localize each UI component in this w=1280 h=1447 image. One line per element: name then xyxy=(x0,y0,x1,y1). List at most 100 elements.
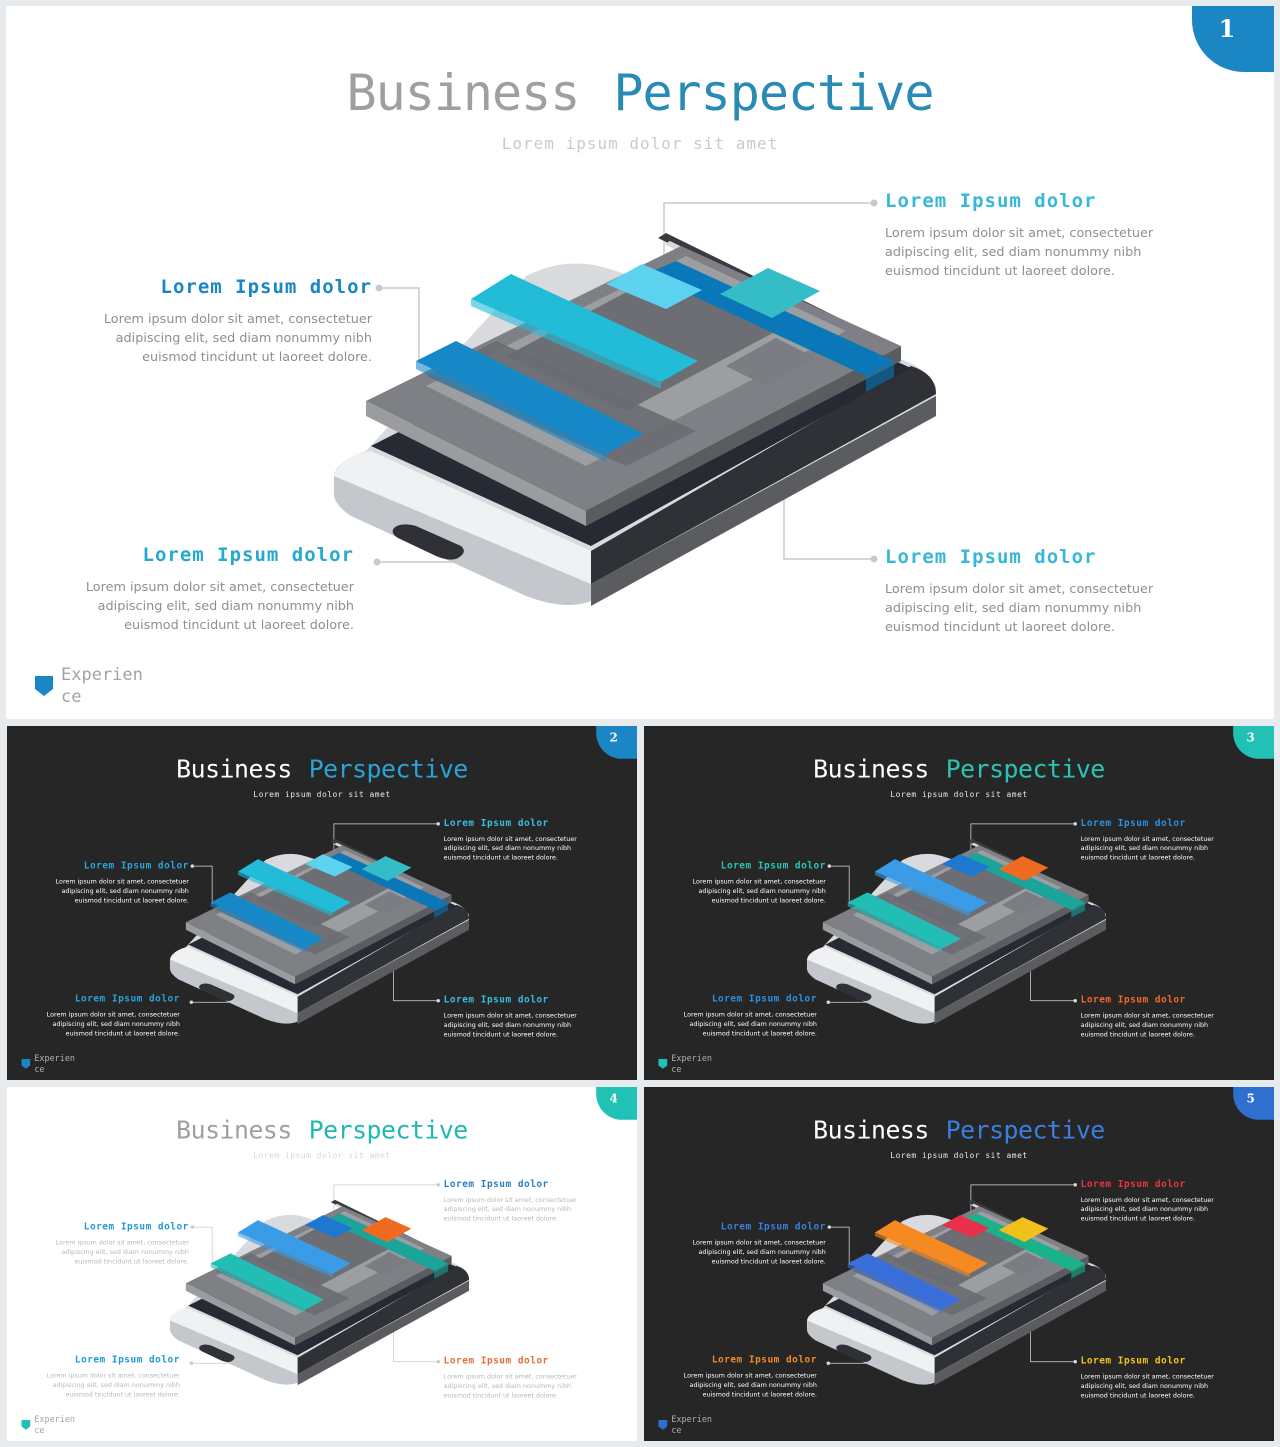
slide-content: 5 Business Perspective Lorem ipsum dolor … xyxy=(644,1087,1274,1441)
slide-1[interactable]: 1 Business Perspective Lorem ipsum dolor … xyxy=(6,6,1274,719)
callout-heading: Lorem Ipsum dolor xyxy=(711,993,817,1005)
callout-heading: Lorem Ipsum dolor xyxy=(443,1355,549,1367)
slide-subtitle: Lorem ipsum dolor sit amet xyxy=(501,134,779,153)
callout-heading: Lorem Ipsum dolor xyxy=(720,860,826,872)
callout-bottom-right: Lorem Ipsum dolor Lorem ipsum dolor sit … xyxy=(444,1355,593,1400)
slide-2[interactable]: 2 Business Perspective Lorem ipsum dolor … xyxy=(7,726,637,1081)
title-word-perspective: Perspective xyxy=(945,754,1106,784)
isometric-smartphone-illustration xyxy=(169,1199,470,1386)
callout-body: Lorem ipsum dolor sit amet, consectetuer… xyxy=(46,1372,180,1399)
callout-heading: Lorem Ipsum dolor xyxy=(74,1354,180,1366)
callout-top-right: Lorem Ipsum dolor Lorem ipsum dolor sit … xyxy=(444,1178,593,1223)
callout-heading: Lorem Ipsum dolor xyxy=(160,276,372,298)
slide-content: 3 Business Perspective Lorem ipsum dolor … xyxy=(644,726,1274,1080)
callout-heading: Lorem Ipsum dolor xyxy=(720,1221,826,1233)
callout-body: Lorem ipsum dolor sit amet, consectetuer… xyxy=(683,1372,817,1399)
slide-subtitle: Lorem ipsum dolor sit amet xyxy=(890,1150,1028,1161)
slide-title: Business Perspective xyxy=(644,755,1274,784)
callout-bottom-right: Lorem Ipsum dolor Lorem ipsum dolor sit … xyxy=(444,994,593,1039)
callout-body: Lorem ipsum dolor sit amet, consectetuer… xyxy=(1080,1012,1214,1039)
callout-body: Lorem ipsum dolor sit amet, consectetuer… xyxy=(1080,1373,1214,1400)
slide-number: 1 xyxy=(1218,14,1236,43)
slide-5[interactable]: 5 Business Perspective Lorem ipsum dolor … xyxy=(644,1087,1274,1442)
callout-top-left: Lorem Ipsum dolor Lorem ipsum dolor sit … xyxy=(679,860,826,905)
callout-heading: Lorem Ipsum dolor xyxy=(1080,1178,1186,1190)
callout-top-left: Lorem Ipsum dolor Lorem ipsum dolor sit … xyxy=(679,1221,826,1266)
callout-top-right: Lorem Ipsum dolor Lorem ipsum dolor sit … xyxy=(1081,1178,1230,1223)
slide-number: 4 xyxy=(609,1090,618,1106)
callout-bottom-left: Lorem Ipsum dolor Lorem ipsum dolor sit … xyxy=(37,1354,180,1399)
callout-heading: Lorem Ipsum dolor xyxy=(83,860,189,872)
slide-3[interactable]: 3 Business Perspective Lorem ipsum dolor … xyxy=(644,726,1274,1081)
isometric-smartphone-illustration xyxy=(806,1199,1107,1386)
title-word-perspective: Perspective xyxy=(613,64,934,122)
callout-body: Lorem ipsum dolor sit amet, consectetuer… xyxy=(443,835,577,862)
slide-title: Business Perspective xyxy=(6,64,1274,122)
callout-top-left: Lorem Ipsum dolor Lorem ipsum dolor sit … xyxy=(42,860,189,905)
callout-body: Lorem ipsum dolor sit amet, consectetuer… xyxy=(443,1196,577,1223)
shield-logo-icon xyxy=(658,1058,668,1069)
shield-logo-icon xyxy=(21,1419,31,1430)
slide-title: Business Perspective xyxy=(7,755,637,784)
callout-heading: Lorem Ipsum dolor xyxy=(885,546,1097,568)
title-word-business: Business xyxy=(176,754,292,784)
slide-number: 5 xyxy=(1246,1090,1255,1106)
callout-heading: Lorem Ipsum dolor xyxy=(1080,817,1186,829)
callout-top-right: Lorem Ipsum dolor Lorem ipsum dolor sit … xyxy=(1081,817,1230,862)
callout-heading: Lorem Ipsum dolor xyxy=(443,994,549,1006)
title-word-business: Business xyxy=(813,754,929,784)
slide-content: 4 Business Perspective Lorem ipsum dolor … xyxy=(7,1087,637,1441)
callout-body: Lorem ipsum dolor sit amet, consectetuer… xyxy=(443,1012,577,1039)
title-word-perspective: Perspective xyxy=(308,1115,469,1145)
shield-logo-icon xyxy=(658,1419,668,1430)
callout-body: Lorem ipsum dolor sit amet, consectetuer… xyxy=(1080,835,1214,862)
callout-body: Lorem ipsum dolor sit amet, consectetuer… xyxy=(692,878,826,905)
slide-content: 1 Business Perspective Lorem ipsum dolor … xyxy=(6,6,1274,719)
title-word-perspective: Perspective xyxy=(308,754,469,784)
callout-bottom-left: Lorem Ipsum dolor Lorem ipsum dolor sit … xyxy=(674,993,817,1038)
slide-title: Business Perspective xyxy=(644,1116,1274,1145)
shield-logo-icon xyxy=(21,1058,31,1069)
callout-body: Lorem ipsum dolor sit amet, consectetuer… xyxy=(885,582,1154,635)
slide-content: 2 Business Perspective Lorem ipsum dolor … xyxy=(7,726,637,1080)
slide-number: 3 xyxy=(1246,729,1255,745)
slide-subtitle: Lorem ipsum dolor sit amet xyxy=(253,1150,391,1161)
shield-logo-icon xyxy=(35,676,53,696)
callout-heading: Lorem Ipsum dolor xyxy=(885,190,1097,212)
callout-heading: Lorem Ipsum dolor xyxy=(74,993,180,1005)
isometric-smartphone-illustration xyxy=(806,838,1107,1025)
slide-number: 2 xyxy=(609,729,618,745)
callout-body: Lorem ipsum dolor sit amet, consectetuer… xyxy=(85,580,354,633)
logo-text: Experien ce xyxy=(34,1053,76,1075)
callout-bottom-right: Lorem Ipsum dolor Lorem ipsum dolor sit … xyxy=(1081,1355,1230,1400)
logo-text: Experien ce xyxy=(671,1414,713,1436)
title-word-business: Business xyxy=(813,1115,929,1145)
logo-text: Experien ce xyxy=(61,665,143,707)
callout-body: Lorem ipsum dolor sit amet, consectetuer… xyxy=(55,1239,189,1266)
callout-bottom-right: Lorem Ipsum dolor Lorem ipsum dolor sit … xyxy=(1081,994,1230,1039)
logo-text: Experien ce xyxy=(34,1414,76,1436)
callout-body: Lorem ipsum dolor sit amet, consectetuer… xyxy=(885,226,1154,279)
title-word-business: Business xyxy=(346,64,581,122)
slide-subtitle: Lorem ipsum dolor sit amet xyxy=(253,789,391,800)
callout-heading: Lorem Ipsum dolor xyxy=(443,1178,549,1190)
callout-top-right: Lorem Ipsum dolor Lorem ipsum dolor sit … xyxy=(444,817,593,862)
callout-body: Lorem ipsum dolor sit amet, consectetuer… xyxy=(683,1011,817,1038)
isometric-smartphone-illustration xyxy=(169,838,470,1025)
callout-bottom-right: Lorem Ipsum dolor Lorem ipsum dolor sit … xyxy=(885,546,1185,637)
slide-4[interactable]: 4 Business Perspective Lorem ipsum dolor … xyxy=(7,1087,637,1442)
callout-top-right: Lorem Ipsum dolor Lorem ipsum dolor sit … xyxy=(885,190,1185,281)
callout-top-left: Lorem Ipsum dolor Lorem ipsum dolor sit … xyxy=(76,276,372,367)
callout-top-left: Lorem Ipsum dolor Lorem ipsum dolor sit … xyxy=(42,1221,189,1266)
callout-body: Lorem ipsum dolor sit amet, consectetuer… xyxy=(46,1011,180,1038)
callout-body: Lorem ipsum dolor sit amet, consectetuer… xyxy=(1080,1196,1214,1223)
callout-body: Lorem ipsum dolor sit amet, consectetuer… xyxy=(103,312,372,365)
title-word-business: Business xyxy=(176,1115,292,1145)
callout-heading: Lorem Ipsum dolor xyxy=(1080,1355,1186,1367)
callout-bottom-left: Lorem Ipsum dolor Lorem ipsum dolor sit … xyxy=(66,544,354,635)
callout-heading: Lorem Ipsum dolor xyxy=(443,817,549,829)
callout-heading: Lorem Ipsum dolor xyxy=(83,1221,189,1233)
isometric-smartphone-illustration xyxy=(334,233,936,606)
callout-bottom-left: Lorem Ipsum dolor Lorem ipsum dolor sit … xyxy=(37,993,180,1038)
title-word-perspective: Perspective xyxy=(945,1115,1106,1145)
